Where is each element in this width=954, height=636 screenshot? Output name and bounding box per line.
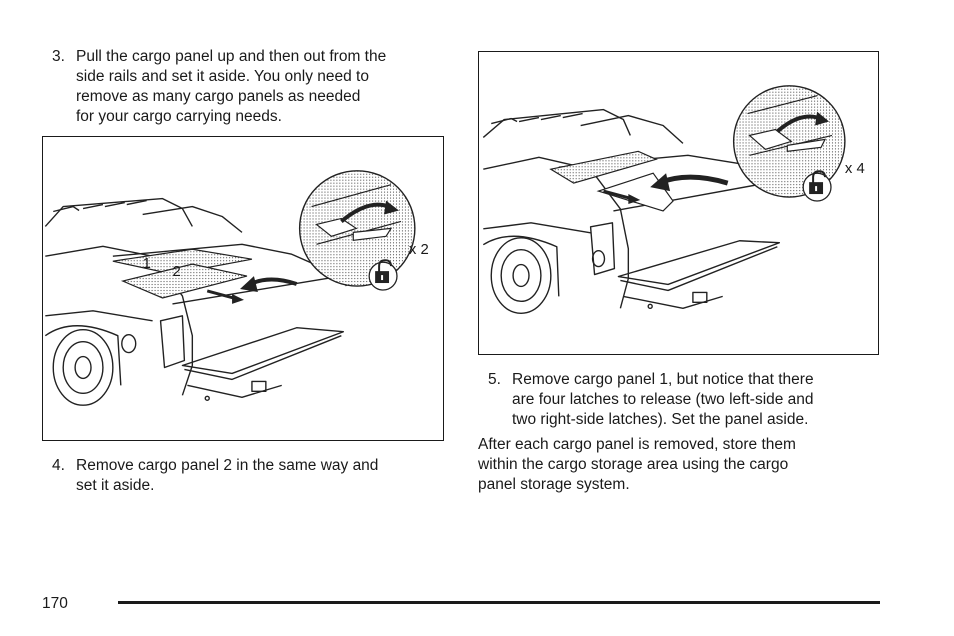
truck-illustration-panel-2: 1 2 x 2 — [44, 170, 429, 406]
step-3: 3. Pull the cargo panel up and then out … — [52, 47, 452, 127]
latch-detail-zoom — [298, 170, 416, 287]
step-3-number: 3. — [52, 48, 65, 65]
latch-detail-zoom — [732, 85, 846, 198]
step-4: 4. Remove cargo panel 2 in the same way … — [52, 456, 452, 496]
footer-rule — [118, 601, 880, 604]
page-number: 170 — [42, 595, 68, 612]
figure-remove-panel-1: x 4 — [478, 51, 879, 355]
figure-remove-panel-2: 1 2 x 2 — [42, 136, 444, 441]
step-5-text: Remove cargo panel 1, but notice that th… — [512, 371, 814, 428]
step-5: 5. Remove cargo panel 1, but notice that… — [488, 370, 888, 430]
step-4-number: 4. — [52, 457, 65, 474]
step-5-number: 5. — [488, 371, 501, 388]
unlock-icon — [802, 170, 832, 202]
multiplier-label: x 2 — [409, 242, 429, 258]
multiplier-label: x 4 — [845, 161, 865, 177]
truck-illustration-panel-1: x 4 — [482, 85, 865, 314]
storage-paragraph: After each cargo panel is removed, store… — [478, 436, 796, 493]
curved-arrow-icon — [657, 174, 729, 186]
panel-label-1: 1 — [143, 256, 151, 272]
unlock-icon — [368, 259, 398, 291]
step-3-text: Pull the cargo panel up and then out fro… — [76, 48, 387, 125]
panel-label-2: 2 — [172, 264, 180, 280]
step-4-text: Remove cargo panel 2 in the same way and… — [76, 457, 379, 494]
